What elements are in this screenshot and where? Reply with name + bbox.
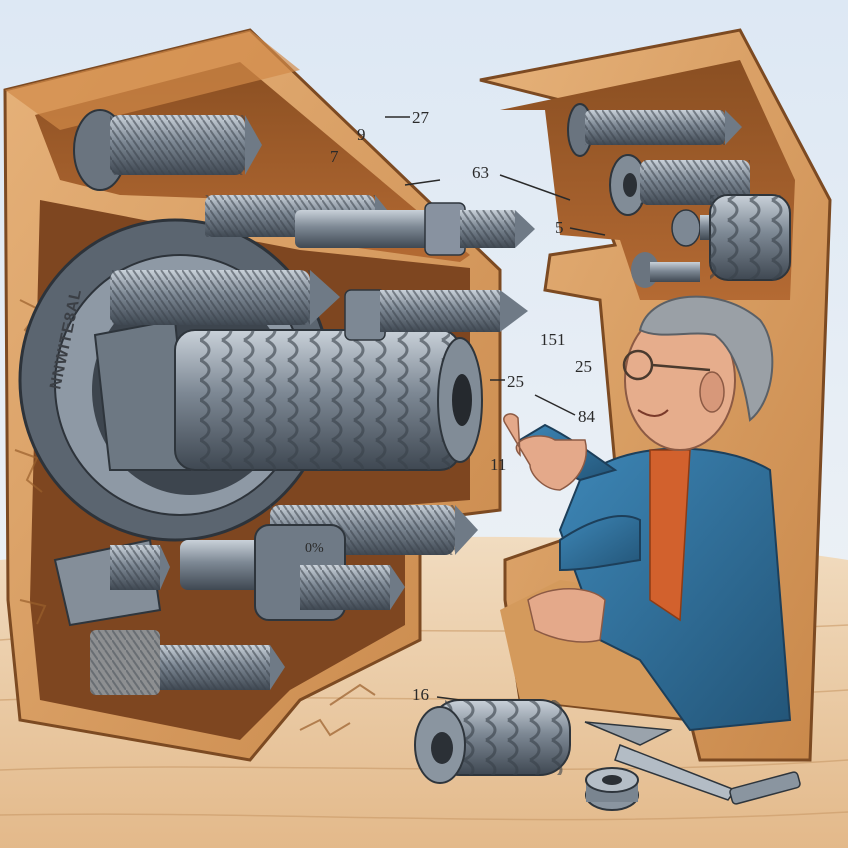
callout-leader <box>534 394 576 416</box>
callout-leader <box>404 179 441 186</box>
callout-11: 11 <box>490 455 506 474</box>
callout-151: 151 <box>540 330 566 349</box>
callout-84: 84 <box>578 407 596 426</box>
callout-7: 7 <box>330 147 339 166</box>
callout-labels: 27 9 7 63 5 151 25 25 84 11 16 <box>330 108 606 704</box>
callout-25-right: 25 <box>575 357 592 376</box>
nut-inscription: 0% <box>305 541 324 556</box>
callout-leader <box>569 227 606 236</box>
central-bolt <box>93 318 483 471</box>
callout-27: 27 <box>412 108 430 127</box>
right-block-screws <box>567 103 791 288</box>
callout-25-left: 25 <box>507 372 524 391</box>
callout-5: 5 <box>555 218 564 237</box>
left-block-screws: 0% <box>53 109 535 695</box>
floor-anchor-bolt <box>414 699 571 784</box>
elderly-man-figure <box>503 295 792 732</box>
callout-63: 63 <box>472 163 489 182</box>
callout-16: 16 <box>412 685 429 704</box>
floor-tool <box>584 721 801 805</box>
callout-leader <box>499 174 571 201</box>
callout-9: 9 <box>357 125 366 144</box>
floor-small-nut <box>585 767 639 811</box>
callout-leader <box>436 696 461 701</box>
